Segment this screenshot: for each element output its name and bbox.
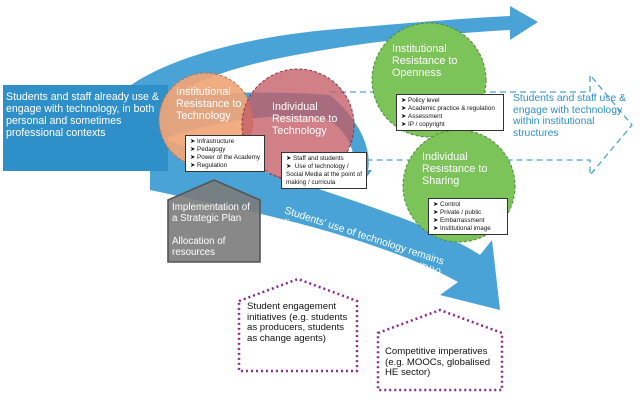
- dotted-house-student-engagement: [237, 277, 359, 373]
- institutional-openness-label: Institutional Resistance to Openness: [392, 43, 458, 80]
- right-target-text: Students and staff use & engage with tec…: [513, 93, 627, 139]
- left-source-text: Students and staff already use & engage …: [6, 91, 159, 139]
- individual-sharing-label: Individual Resistance to Sharing: [422, 151, 488, 188]
- individual-technology-list: Staff and students Use of technology / S…: [281, 152, 367, 190]
- individual-technology-label: Individual Resistance to Technology: [272, 101, 338, 138]
- list-item: Control: [433, 201, 503, 209]
- list-item: Pedagogy: [190, 146, 260, 154]
- list-item: Regulation: [190, 162, 260, 170]
- list-item: Private / public: [433, 209, 503, 217]
- list-item: Assessment: [401, 113, 499, 121]
- list-item: Embarrassment: [433, 217, 503, 225]
- institutional-technology-label: Institutional Resistance to Technology: [176, 86, 242, 123]
- dotted-house-competitive: [376, 308, 504, 392]
- list-item: Power of the Academy: [190, 154, 260, 162]
- list-item: Policy level: [401, 97, 499, 105]
- strategic-plan-text: Implementation of a Strategic Plan: [172, 202, 250, 224]
- student-engagement-text: Student engagement initiatives (e.g. stu…: [247, 301, 348, 345]
- institutional-technology-list: Infrastructure Pedagogy Power of the Aca…: [185, 135, 265, 173]
- strategic-plan-house: [167, 179, 261, 263]
- list-item: Academic practice & regulation: [401, 105, 499, 113]
- list-item: Use of technology / Social Media at the …: [286, 163, 362, 187]
- individual-sharing-list: Control Private / public Embarrassment I…: [428, 198, 508, 236]
- allocation-resources-text: Allocation of resources: [172, 236, 226, 258]
- left-source-block: [3, 85, 168, 171]
- list-item: Infrastructure: [190, 138, 260, 146]
- bottom-curved-arrow: [150, 135, 500, 310]
- list-item: Staff and students: [286, 155, 362, 163]
- institutional-openness-list: Policy level Academic practice & regulat…: [396, 94, 504, 132]
- list-item: Institutional image: [433, 225, 503, 233]
- list-item: IP / copyright: [401, 121, 499, 129]
- competitive-imperatives-text: Competitive imperatives (e.g. MOOCs, glo…: [385, 346, 491, 379]
- dashed-right-arrow: [330, 73, 633, 177]
